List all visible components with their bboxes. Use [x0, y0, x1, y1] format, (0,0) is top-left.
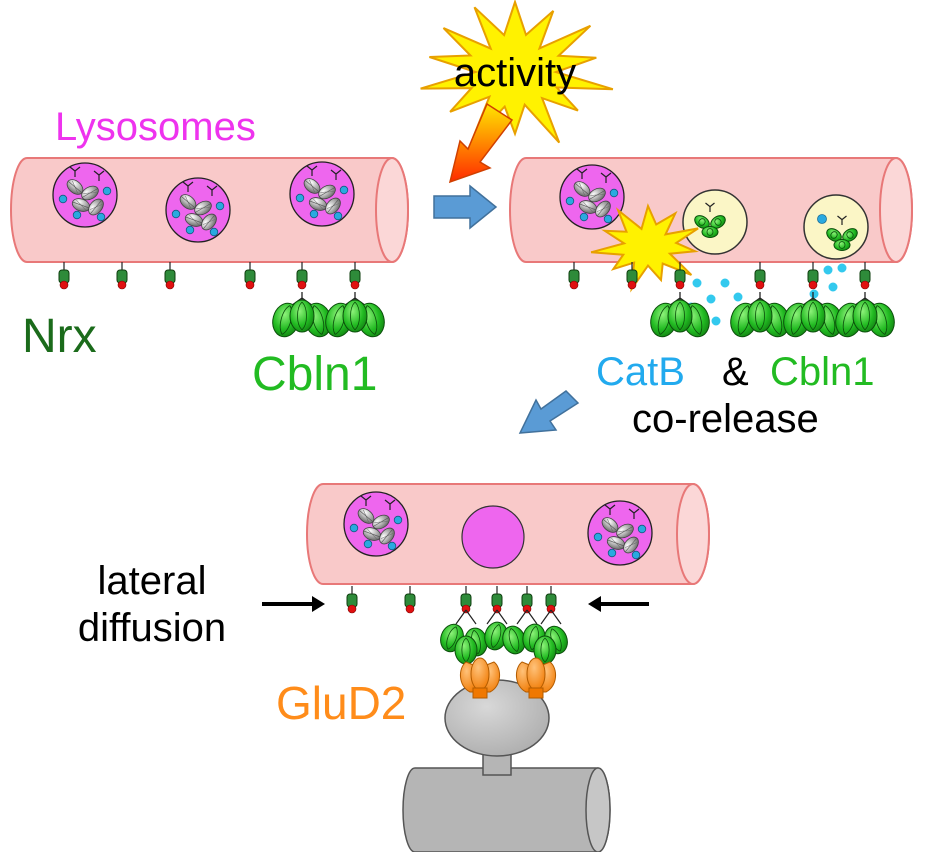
nrx-molecule	[491, 586, 503, 614]
nrx-row-left	[58, 262, 361, 290]
amp-label: &	[722, 350, 749, 394]
cbln1-packed	[601, 517, 619, 533]
nrx-label: Nrx	[22, 310, 97, 363]
down-left-arrow-icon	[518, 390, 580, 434]
cbln1-packed	[595, 200, 611, 218]
cbln1-cluster	[440, 609, 568, 665]
lysosome	[559, 164, 625, 230]
lateral-label: lateral	[98, 559, 207, 603]
cbln1-packed	[362, 527, 382, 541]
cbln1-subunit	[342, 299, 368, 333]
cbln1-packed	[194, 200, 212, 216]
glud2-label: GluD2	[276, 677, 406, 729]
catb-label: CatB	[596, 350, 685, 394]
cbln1-packed	[588, 187, 606, 203]
cbln1-packed	[66, 179, 84, 195]
nrx-molecule	[244, 262, 256, 290]
cbln1-label-right: Cbln1	[770, 350, 875, 394]
cbln1-subunit	[833, 239, 851, 251]
lysosome	[343, 491, 409, 557]
nrx-molecule	[58, 262, 70, 290]
cbln1-hexamer	[650, 292, 710, 338]
right-pointing-arrow-icon	[262, 596, 325, 612]
postsynaptic-spine	[402, 679, 611, 852]
cbln1-label: Cbln1	[252, 348, 377, 401]
cbln1-packed	[201, 213, 217, 231]
nrx-molecule	[626, 262, 638, 290]
cbln1-hexamer	[730, 292, 790, 338]
right-arrow-icon	[433, 184, 498, 230]
nrx-molecule	[164, 262, 176, 290]
cbln1-packed	[623, 536, 639, 554]
cbln1-subunit	[667, 299, 693, 333]
activity-starburst: activity	[420, 0, 614, 144]
cbln1-subunit	[710, 215, 726, 229]
cbln1-packed	[71, 198, 91, 212]
nrx-molecule	[807, 262, 819, 290]
cbln1-packed	[179, 194, 197, 210]
cbln1-packed	[81, 185, 99, 201]
cbln1-hexamer	[272, 292, 332, 338]
lysosome	[587, 500, 653, 566]
fusion-starburst	[590, 203, 699, 293]
cbln1-subunit	[800, 299, 826, 333]
fusing-lysosome	[803, 194, 869, 260]
nrx-molecule	[754, 262, 766, 290]
corelease-label: co-release	[632, 397, 819, 441]
cbln1-subunit	[701, 226, 719, 238]
nrx-molecule	[521, 586, 533, 614]
nrx-molecule	[674, 262, 686, 290]
cbln1-packed	[318, 184, 336, 200]
cbln1-packed	[88, 198, 104, 216]
cbln1-packed	[379, 527, 395, 545]
lysosome	[289, 161, 355, 227]
lysosome	[165, 177, 231, 243]
cbln1-hexamer	[783, 292, 843, 338]
fusing-lysosome	[682, 189, 748, 255]
nrx-row-bottom	[346, 586, 557, 614]
cbln1-subunit	[747, 299, 773, 333]
cbln1-packed	[372, 514, 390, 530]
activity-label: activity	[454, 51, 576, 95]
cbln1-subunit	[502, 625, 526, 655]
cbln1-packed	[606, 536, 626, 550]
nrx-molecule	[545, 586, 557, 614]
nrx-molecule	[568, 262, 580, 290]
nrx-molecule	[859, 262, 871, 290]
nrx-molecule	[349, 262, 361, 290]
nrx-row-right	[568, 262, 871, 290]
nrx-molecule	[404, 586, 416, 614]
nrx-molecule	[460, 586, 472, 614]
cbln1-hexamer	[835, 292, 895, 338]
cbln1-packed	[325, 197, 341, 215]
cbln1-subunit	[454, 635, 478, 665]
cbln1-packed	[616, 523, 634, 539]
cbln1-subunit	[852, 299, 878, 333]
cbln1-packed	[578, 200, 598, 214]
left-pointing-arrow-icon	[588, 596, 649, 612]
cbln1-packed	[184, 213, 204, 227]
glud2-receptor	[460, 657, 500, 699]
glud2-receptor	[516, 657, 556, 699]
diffusion-label: diffusion	[78, 606, 226, 650]
activity-arrow-icon	[448, 102, 514, 184]
lysosomes-label: Lysosomes	[55, 105, 256, 149]
cbln1-subunit	[289, 299, 315, 333]
empty-lysosome	[461, 505, 525, 569]
nrx-molecule	[346, 586, 358, 614]
cbln1-hexamer	[325, 292, 385, 338]
lysosome	[52, 162, 118, 228]
nrx-molecule	[296, 262, 308, 290]
nrx-molecule	[116, 262, 128, 290]
